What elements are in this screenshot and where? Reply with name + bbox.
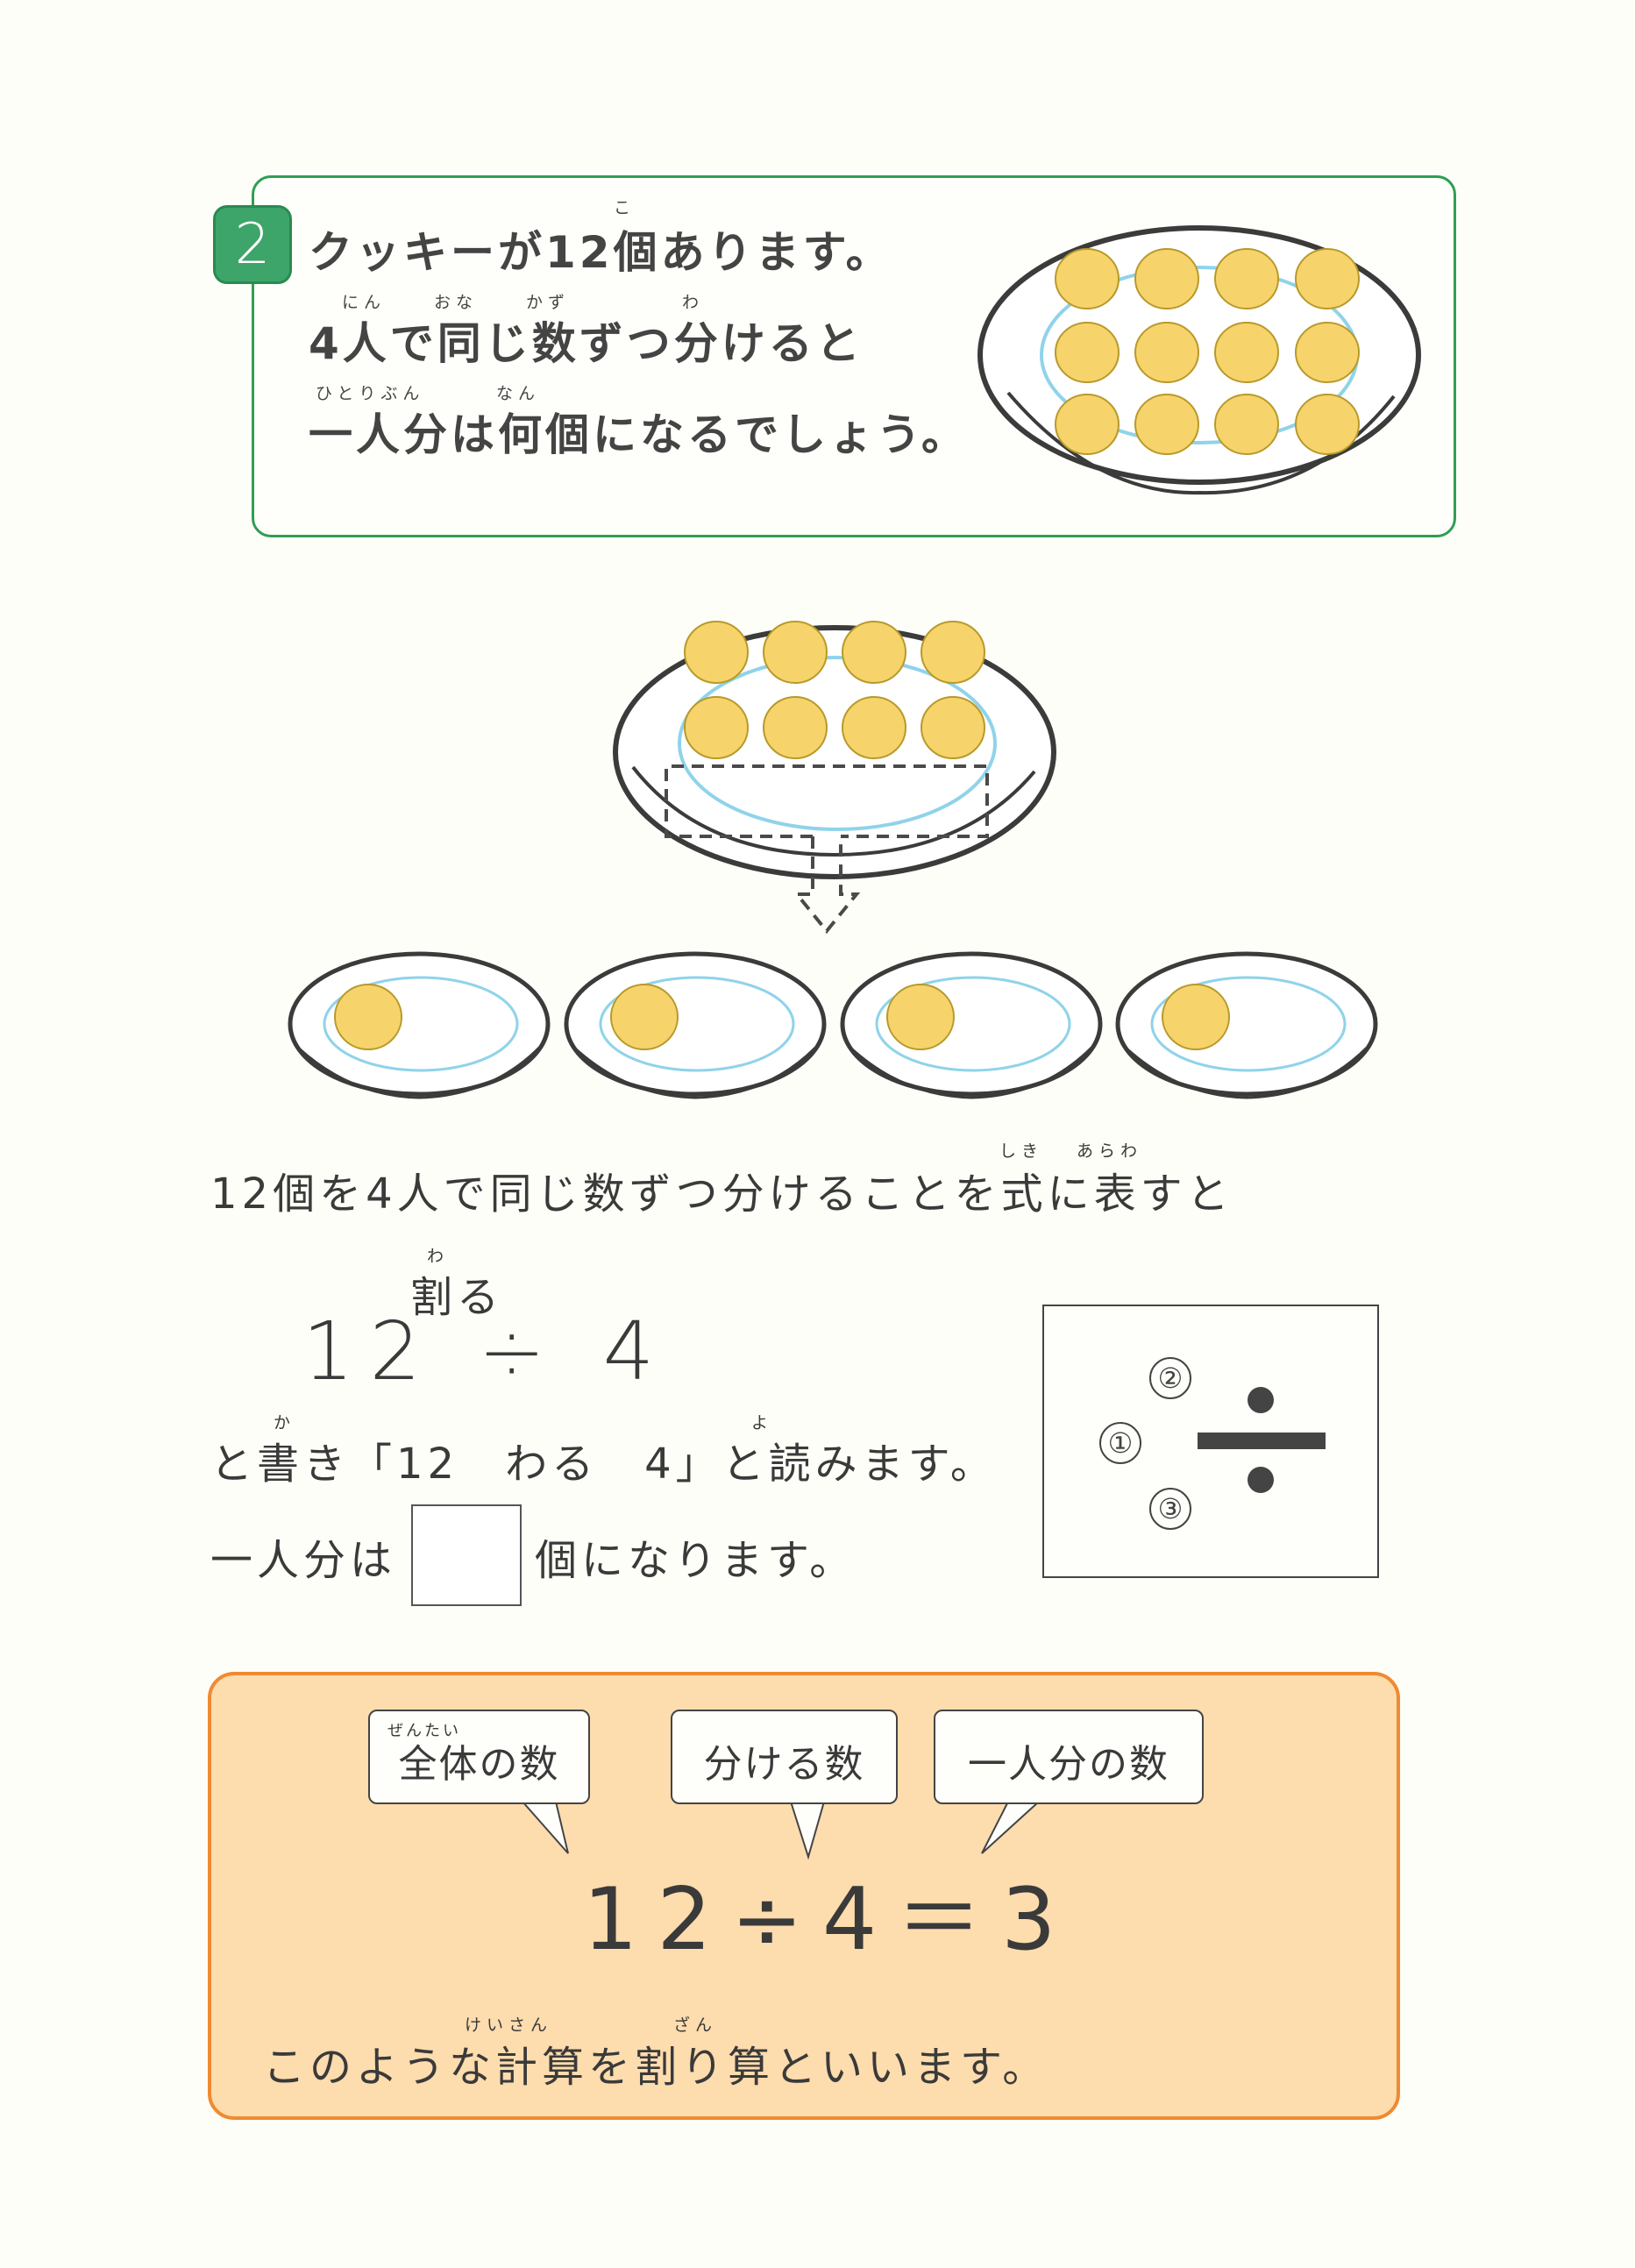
final-equation: 12÷4＝3 <box>583 1870 1076 1970</box>
answer-input-box[interactable] <box>411 1504 522 1606</box>
problem-number-badge: 2 <box>213 205 292 284</box>
split-illustration <box>288 621 1378 1099</box>
ruby-ko: こ <box>614 198 636 217</box>
dashed-arrow-icon <box>665 764 989 935</box>
ruby-zan: ざん <box>673 2016 718 2035</box>
summary-note: このような計算を割り算といいます。 <box>263 2043 1049 2092</box>
bubble-divisor-label: 分ける数 <box>703 1742 865 1787</box>
plate-12-cookies-illustration <box>977 225 1421 495</box>
stroke-step-2: ② <box>1149 1357 1191 1399</box>
bubble-per-person: 一人分の数 <box>934 1710 1204 1804</box>
problem-line-2: 4人で同じ数ずつ分けると <box>309 318 864 369</box>
ruby-hitoribun: ひとりぶん <box>316 384 425 403</box>
ruby-kazu: かず <box>526 293 571 312</box>
ruby-wa-divide: わ <box>427 1247 450 1266</box>
ruby-zentai: ぜんたい <box>387 1722 461 1740</box>
ruby-ka: か <box>274 1413 296 1433</box>
division-sign-icon <box>1198 1387 1326 1493</box>
bubble-divisor: 分ける数 <box>671 1710 898 1804</box>
ruby-nin: にん <box>342 293 387 312</box>
bubble-per-person-label: 一人分の数 <box>968 1742 1169 1787</box>
answer-suffix: 個になります。 <box>535 1536 857 1585</box>
read-line: と書き「12 わる 4」と読みます。 <box>210 1440 997 1489</box>
division-expression: 12 ÷ 4 <box>302 1305 671 1398</box>
ruby-arawa: あらわ <box>1077 1141 1143 1161</box>
ruby-shiki: しき <box>999 1141 1044 1161</box>
bubble-total: ぜんたい 全体の数 <box>368 1710 590 1804</box>
problem-line-3: 一人分は何個になるでしょう。 <box>309 409 969 460</box>
ruby-nan: なん <box>496 384 541 403</box>
ruby-yo: よ <box>751 1413 774 1433</box>
small-plates <box>288 951 1378 1099</box>
problem-line-1: クッキーが12個あります。 <box>309 227 893 278</box>
stroke-step-1: ① <box>1099 1422 1141 1464</box>
bubble-total-label: 全体の数 <box>398 1742 560 1787</box>
divide-label: 割る <box>410 1273 504 1322</box>
explanation-sentence: 12個を4人で同じ数ずつ分けることを式に表すと <box>210 1170 1233 1219</box>
stroke-step-3: ③ <box>1149 1488 1191 1530</box>
ruby-ona: おな <box>434 293 479 312</box>
ruby-keisan: けいさん <box>465 2016 553 2035</box>
ruby-wa: わ <box>682 293 705 312</box>
answer-prefix: 一人分は <box>210 1536 397 1585</box>
